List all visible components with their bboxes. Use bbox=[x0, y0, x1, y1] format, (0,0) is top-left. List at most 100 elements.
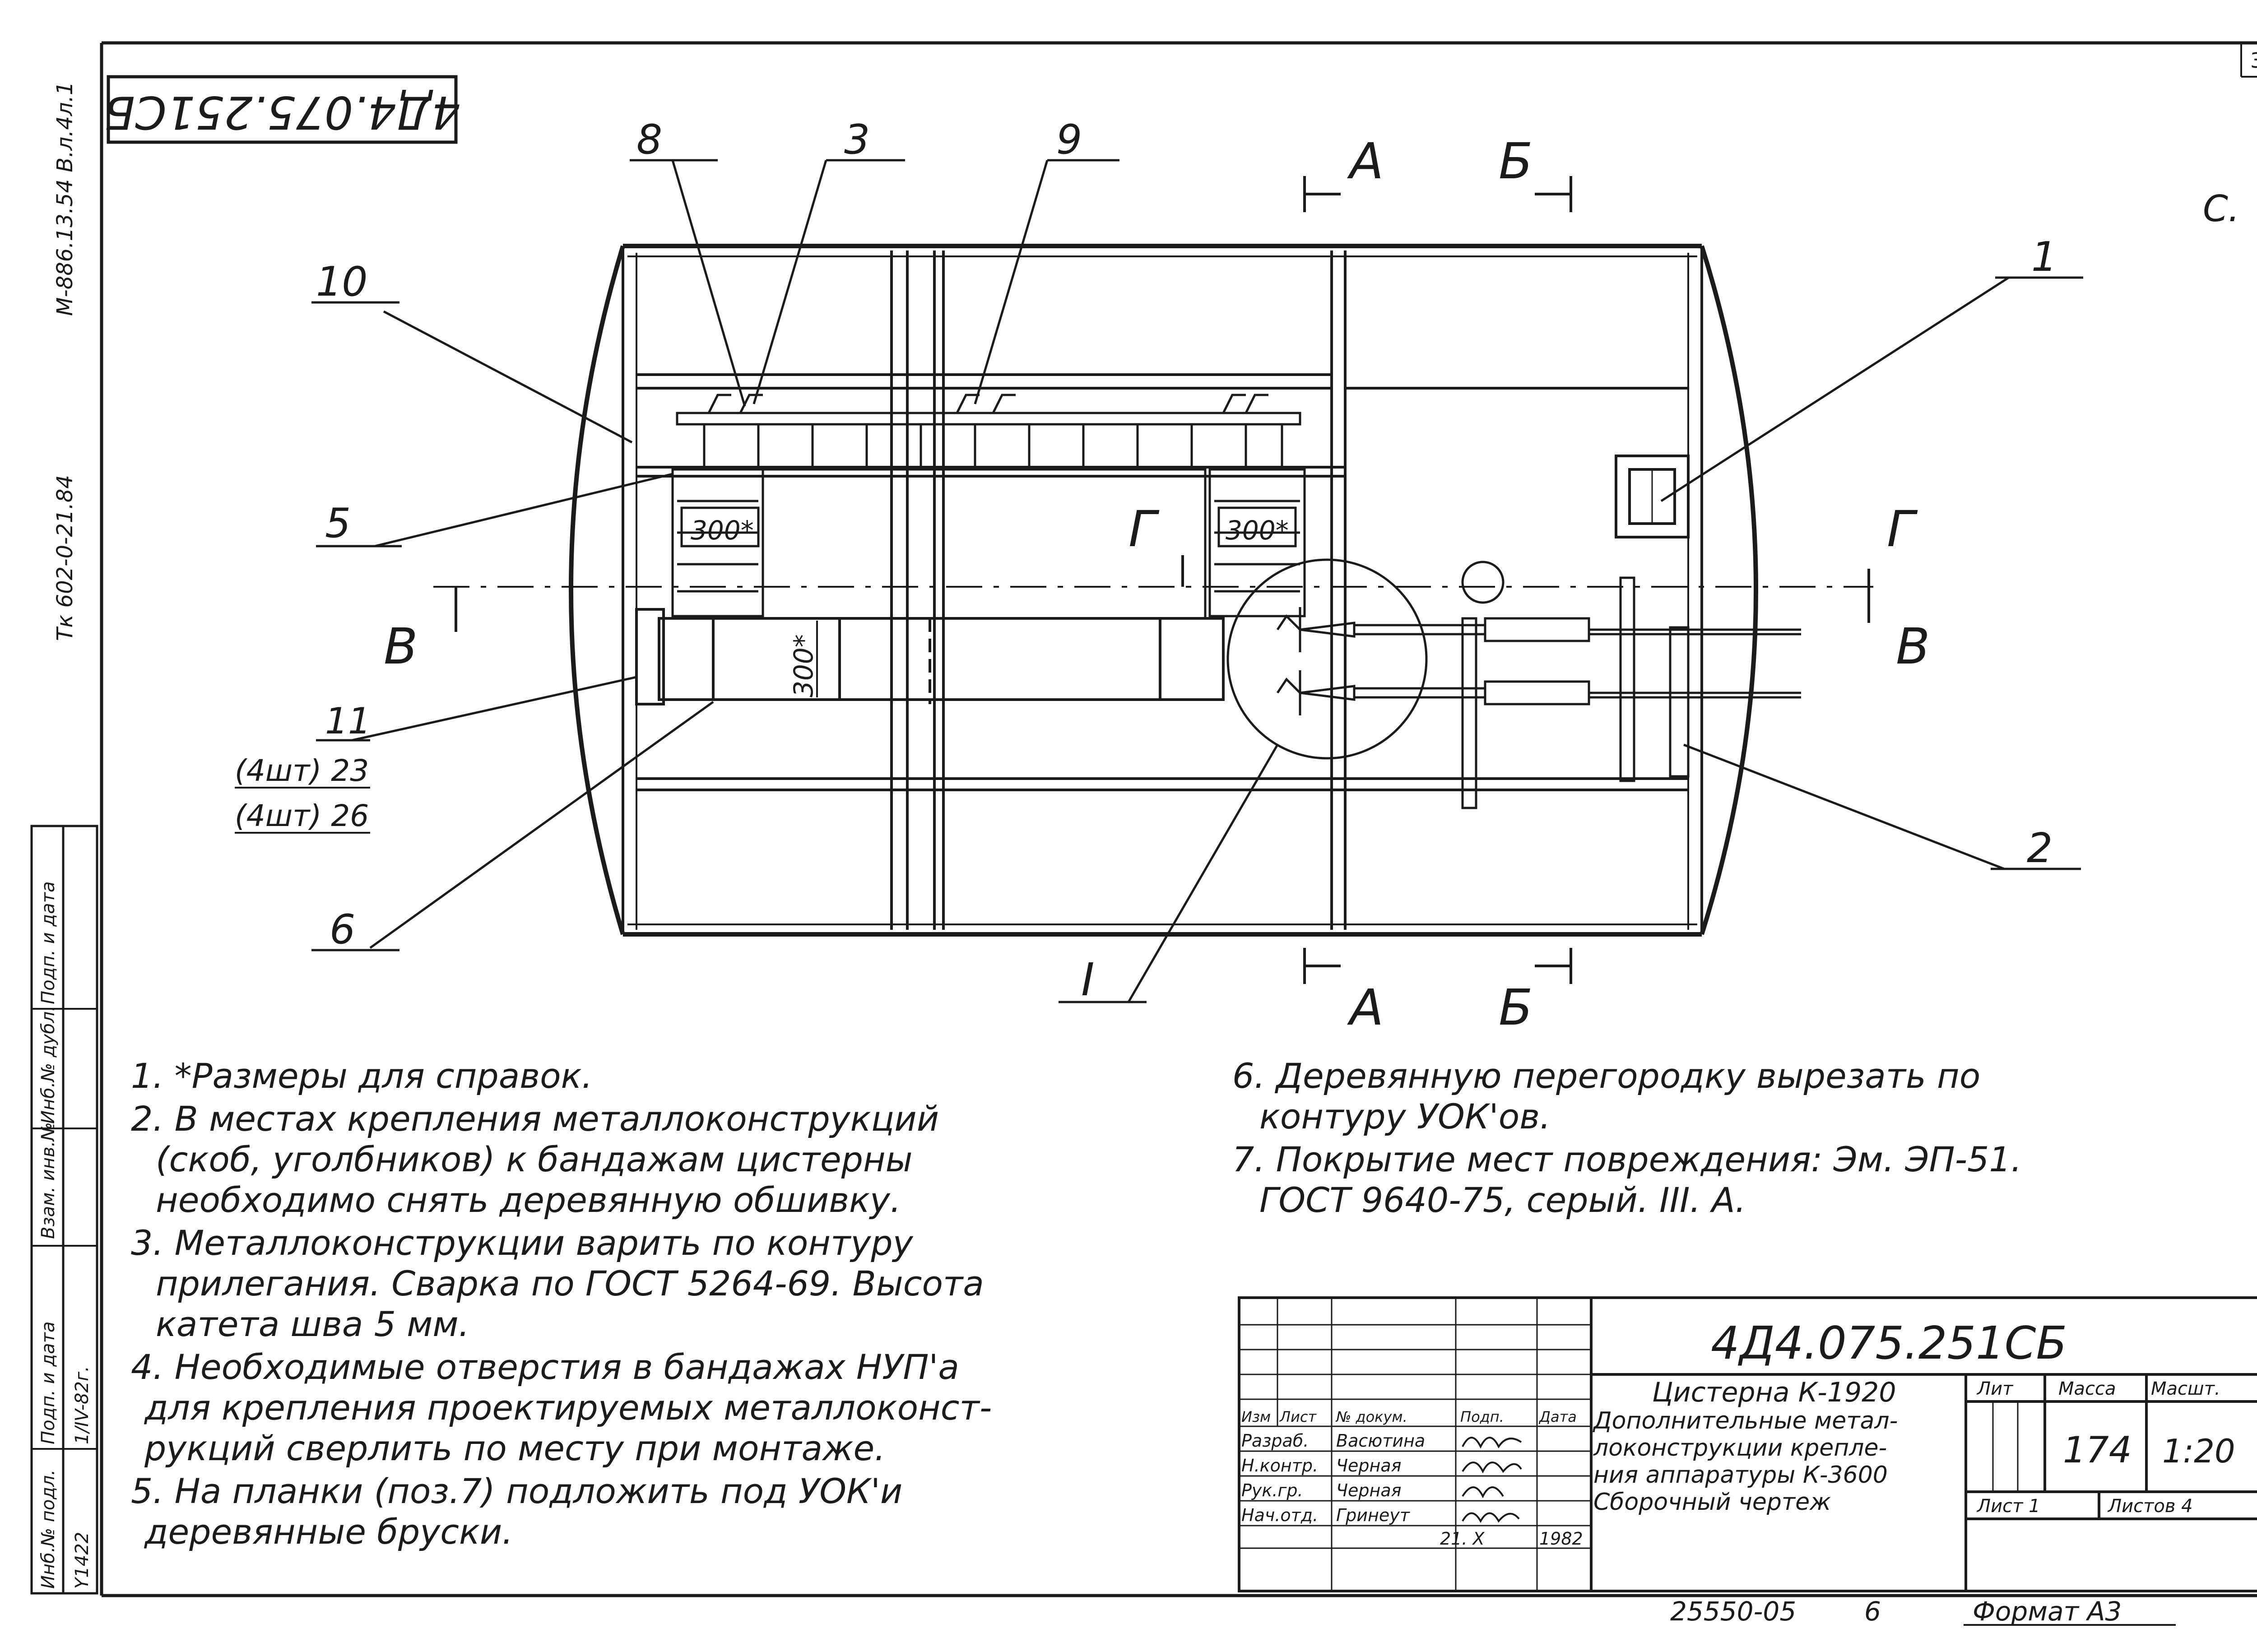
top-rail bbox=[676, 394, 1301, 467]
header-list: Лист bbox=[1279, 1408, 1317, 1425]
note-line: 6. Деревянную перегородку вырезать по bbox=[1232, 1056, 1980, 1096]
callout-11: 11 bbox=[325, 700, 371, 742]
title-name-line-2: локонструкции крепле- bbox=[1593, 1434, 1887, 1462]
name-dept-head: Гринеут bbox=[1336, 1505, 1411, 1525]
section-a-bottom: А bbox=[1347, 979, 1384, 1036]
qty-line-b: (4шт) 26 bbox=[235, 798, 369, 833]
section-a-top: А bbox=[1347, 132, 1384, 190]
note-line: ГОСТ 9640-75, серый. III. А. bbox=[1259, 1180, 1746, 1220]
note-line: 5. На планки (поз.7) подложить под УОК'и bbox=[131, 1471, 902, 1511]
signatures bbox=[1462, 1437, 1522, 1523]
note-line: для крепления проектируемых металлоконст… bbox=[144, 1387, 992, 1428]
section-g-left: Г bbox=[1128, 500, 1160, 558]
frame-structure bbox=[636, 251, 1688, 930]
title-name-line-3: ния аппаратуры К-3600 bbox=[1593, 1462, 1888, 1489]
cone-assembly bbox=[1276, 561, 1801, 809]
note-line: необходимо снять деревянную обшивку. bbox=[156, 1180, 901, 1220]
dimension-label: 300* bbox=[691, 515, 754, 546]
sheet-frame bbox=[100, 41, 2257, 1597]
name-norm-control: Черная bbox=[1336, 1456, 1402, 1476]
note-line: прилегания. Сварка по ГОСТ 5264-69. Высо… bbox=[156, 1263, 984, 1304]
side-stamp-label-2: Взам. инв.№ bbox=[38, 1122, 59, 1239]
note-line: контуру УОК'ов. bbox=[1259, 1096, 1551, 1137]
corner-number: 3 bbox=[2250, 48, 2257, 73]
dimension-label: 300* bbox=[1226, 515, 1289, 546]
section-g-right: Г bbox=[1887, 500, 1918, 558]
side-stamp-label-4: Подп. и дата bbox=[38, 882, 59, 1004]
sheets-label: Листов 4 bbox=[2107, 1496, 2193, 1517]
callout-11-qty: (4шт) 23 (4шт) 26 bbox=[235, 753, 370, 834]
dimension-300-a: 300* bbox=[680, 506, 760, 548]
bottom-sheet: 6 bbox=[1864, 1596, 1881, 1627]
callout-3: 3 bbox=[844, 116, 870, 163]
lower-beam bbox=[635, 608, 1225, 705]
note-line: (скоб, уголбников) к бандажам цистерны bbox=[156, 1139, 913, 1179]
tank-body bbox=[569, 244, 1758, 937]
note-line: катета шва 5 мм. bbox=[156, 1304, 469, 1344]
side-stamp-label-1: Подп. и дата bbox=[38, 1322, 59, 1444]
role-group-lead: Рук.гр. bbox=[1241, 1480, 1303, 1500]
section-b-bottom: Б bbox=[1499, 979, 1533, 1036]
title-name-line-0: Цистерна К-1920 bbox=[1652, 1377, 1896, 1408]
title-name-line-4: Сборочный чертеж bbox=[1593, 1489, 1831, 1516]
callout-5: 5 bbox=[325, 500, 351, 547]
side-stamp: Инб.№ подл. Подп. и дата Взам. инв.№ Инб… bbox=[30, 825, 98, 1595]
title-name-line-1: Дополнительные метал- bbox=[1593, 1407, 1898, 1434]
callout-detail-i: I bbox=[1081, 953, 1095, 1006]
header-izm: Изм bbox=[1241, 1408, 1271, 1425]
note-line: 2. В местах крепления металлоконструкций bbox=[131, 1099, 939, 1139]
callout-6: 6 bbox=[330, 906, 355, 953]
title-block: 4Д4.075.251СБ Цистерна К-1920 Дополнител… bbox=[1238, 1296, 2257, 1592]
mass-label: Масса bbox=[2058, 1378, 2116, 1399]
header-sign: Подп. bbox=[1460, 1408, 1504, 1425]
dimension-300-c: 300* bbox=[788, 621, 819, 697]
header-date: Дата bbox=[1538, 1408, 1577, 1425]
note-line: 3. Металлоконструкции варить по контуру bbox=[131, 1223, 914, 1263]
callout-9: 9 bbox=[1056, 116, 1082, 163]
note-line: рукций сверлить по месту при монтаже. bbox=[144, 1428, 885, 1468]
date-day: 21. X bbox=[1440, 1529, 1485, 1549]
rotated-code-box: 4Д4.075.251СБ bbox=[104, 75, 460, 144]
callout-1: 1 bbox=[2031, 233, 2057, 281]
role-dept-head: Нач.отд. bbox=[1241, 1505, 1318, 1525]
letter-c: С. bbox=[2203, 188, 2239, 230]
margin-tech-note: Тк 602-0-21.84 bbox=[52, 475, 78, 641]
scale-value: 1:20 bbox=[2162, 1432, 2235, 1470]
note-line: 4. Необходимые отверстия в бандажах НУП'… bbox=[131, 1347, 959, 1387]
rotated-drawing-code: 4Д4.075.251СБ bbox=[104, 86, 460, 139]
equipment-box bbox=[1615, 455, 1690, 538]
name-developer: Васютина bbox=[1336, 1431, 1425, 1451]
section-v-left: В bbox=[384, 617, 418, 675]
side-stamp-value-0: Y1422 bbox=[72, 1532, 93, 1589]
date-year: 1982 bbox=[1539, 1529, 1583, 1549]
role-norm-control: Н.контр. bbox=[1241, 1456, 1318, 1476]
detail-circle bbox=[1226, 558, 1428, 760]
bottom-code: 25550-05 bbox=[1670, 1596, 1796, 1627]
side-stamp-label-3: Инб.№ дубл. bbox=[38, 1006, 59, 1124]
notes-left: 1. *Размеры для справок. 2. В местах кре… bbox=[131, 1056, 992, 1552]
callout-8: 8 bbox=[636, 116, 662, 163]
note-line: 1. *Размеры для справок. bbox=[131, 1056, 593, 1096]
callout-2: 2 bbox=[2027, 825, 2053, 872]
side-stamp-value-1: 1/IV-82г. bbox=[72, 1366, 93, 1444]
name-group-lead: Черная bbox=[1336, 1480, 1402, 1500]
notes-right: 6. Деревянную перегородку вырезать по ко… bbox=[1232, 1056, 2022, 1220]
role-developer: Разраб. bbox=[1241, 1431, 1309, 1451]
header-doc: № докум. bbox=[1335, 1408, 1407, 1425]
section-b-top: Б bbox=[1499, 132, 1533, 190]
title-drawing-code: 4Д4.075.251СБ bbox=[1711, 1317, 2067, 1369]
format-label: Формат А3 bbox=[1973, 1596, 2122, 1627]
lit-label: Лит bbox=[1976, 1378, 2014, 1399]
dimension-label: 300* bbox=[788, 634, 819, 697]
note-line: деревянные бруски. bbox=[144, 1512, 513, 1552]
mass-value: 174 bbox=[2063, 1429, 2132, 1471]
sheet-label: Лист 1 bbox=[1976, 1496, 2040, 1517]
section-markers bbox=[455, 176, 1870, 984]
scale-label: Масшт. bbox=[2151, 1378, 2220, 1399]
note-line: 7. Покрытие мест повреждения: Эм. ЭП-51. bbox=[1232, 1139, 2022, 1179]
margin-reference: М-886.13.54 В.л.4л.1 bbox=[52, 82, 78, 316]
dimension-300-b: 300* bbox=[1217, 506, 1297, 548]
side-stamp-label-0: Инб.№ подл. bbox=[38, 1470, 59, 1589]
section-v-right: В bbox=[1896, 617, 1930, 675]
